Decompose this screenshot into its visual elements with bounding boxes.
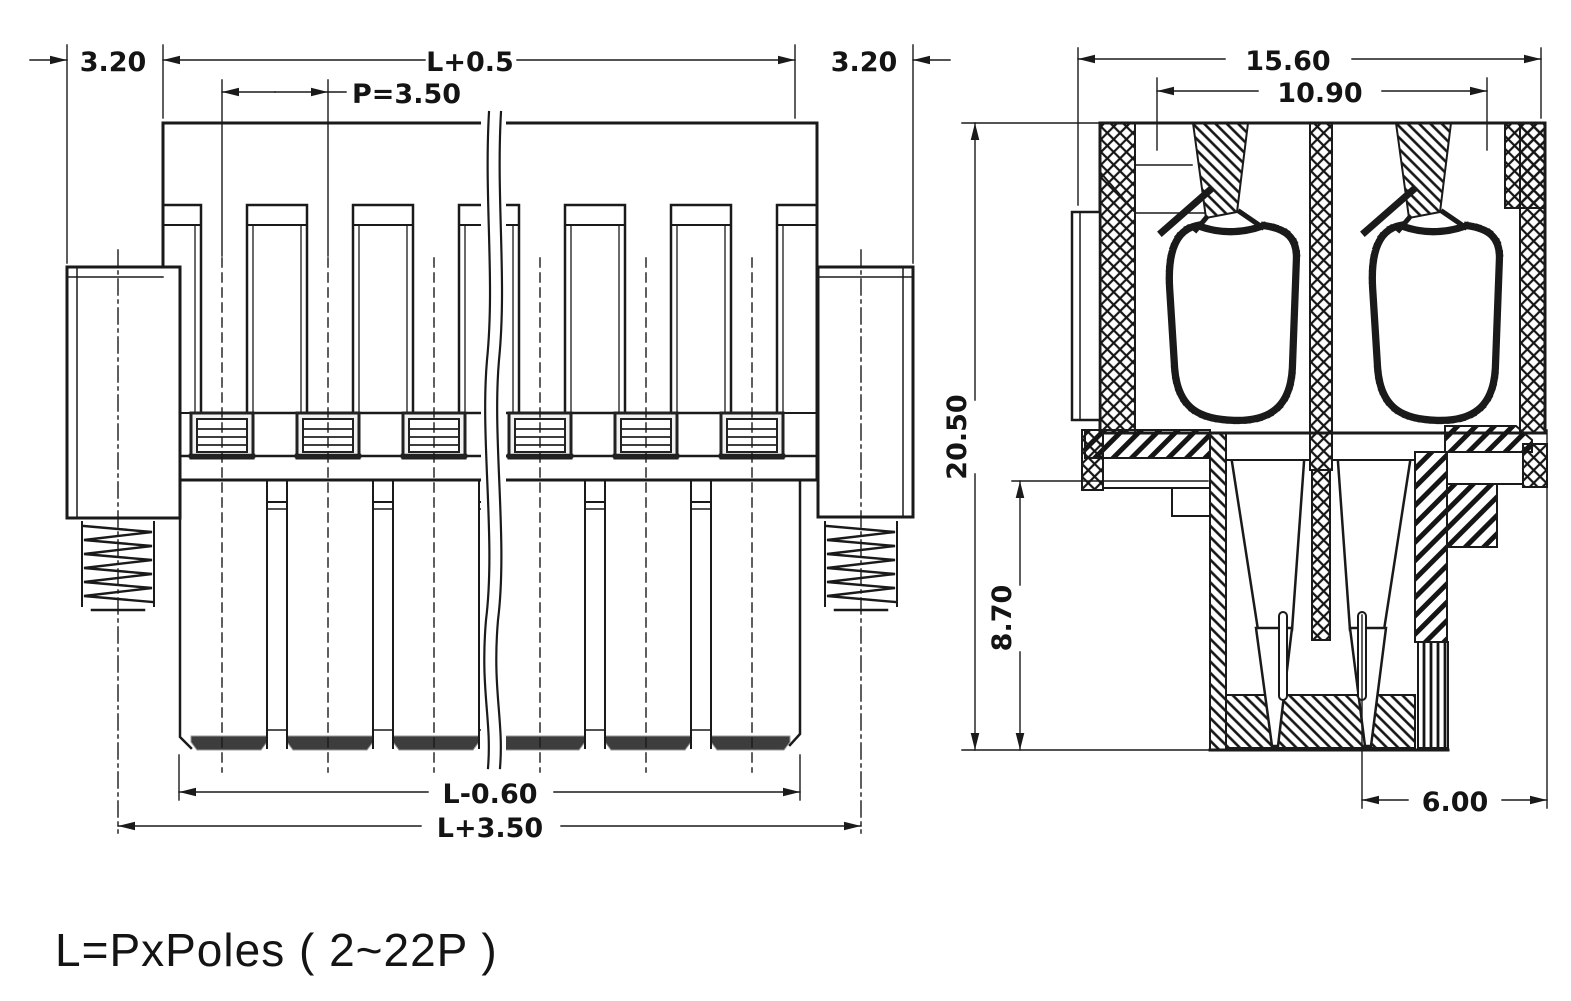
clamp-box	[509, 413, 571, 458]
foot	[604, 735, 692, 751]
section-base	[1081, 425, 1548, 749]
foot	[190, 735, 268, 751]
pole-formula: L=PxPoles ( 2~22P )	[55, 924, 498, 976]
dim-lower-height: 8.70	[987, 585, 1018, 652]
leg-slot	[584, 479, 606, 749]
foot	[286, 735, 374, 751]
tab-edge-right	[775, 203, 819, 415]
section-center-wall	[1309, 122, 1333, 471]
dim-flange-left: 3.20	[80, 47, 147, 78]
foot	[710, 735, 791, 751]
dim-overall-height: 20.50	[942, 394, 973, 479]
section-upper-housing	[1070, 121, 1547, 471]
dim-pitch: P=3.50	[352, 79, 461, 110]
tab	[669, 203, 733, 415]
leg-slot	[266, 479, 288, 749]
tab	[245, 203, 309, 415]
break-line	[495, 110, 504, 770]
section-wall-left	[1099, 122, 1136, 434]
lever-arm	[1360, 185, 1418, 237]
dim-flange-right: 3.20	[831, 47, 898, 78]
dim-overall-bottom: L+3.50	[437, 813, 543, 844]
dim-overall-width: 15.60	[1245, 46, 1330, 77]
wire-funnel	[1394, 122, 1453, 220]
dim-body-bottom: L-0.60	[442, 779, 537, 810]
mounting-flange-right	[816, 265, 915, 612]
leg-slot	[690, 479, 712, 749]
leg-slot	[372, 479, 394, 749]
section-lower-body	[1208, 432, 1450, 752]
dim-lower-width: 6.00	[1422, 787, 1489, 818]
clamp-box	[721, 413, 783, 458]
contact-cavity-right	[1375, 208, 1497, 418]
side-section-view: 15.60 10.90 20.50 8.70 6.00	[942, 46, 1548, 818]
tab	[563, 203, 627, 415]
front-lower-body	[178, 478, 802, 751]
side-dimensions	[961, 47, 1548, 809]
wire-funnel	[1191, 122, 1250, 220]
front-view: 3.20 L+0.5 P=3.50 3.20 L-0.60 L+3.50	[29, 44, 951, 844]
dim-overall-top: L+0.5	[426, 47, 514, 78]
front-dimensions	[29, 44, 951, 831]
latch-tab	[1070, 210, 1102, 422]
break-lines	[481, 110, 506, 770]
pin-strip	[1417, 641, 1449, 749]
centerlines	[117, 249, 862, 834]
clamp-box	[403, 413, 465, 458]
tab	[351, 203, 415, 415]
mounting-flange-left	[65, 265, 182, 612]
contact-pin	[1278, 611, 1288, 701]
tab-edge-left	[161, 203, 203, 415]
clamp-box	[615, 413, 677, 458]
lever-arm	[1157, 185, 1215, 237]
clamp-box	[191, 413, 253, 458]
foot	[498, 735, 586, 751]
dim-opening-width: 10.90	[1277, 78, 1362, 109]
contact-cavity-left	[1172, 208, 1294, 418]
clamp-box	[297, 413, 359, 458]
break-line	[483, 110, 492, 770]
foot	[392, 735, 480, 751]
